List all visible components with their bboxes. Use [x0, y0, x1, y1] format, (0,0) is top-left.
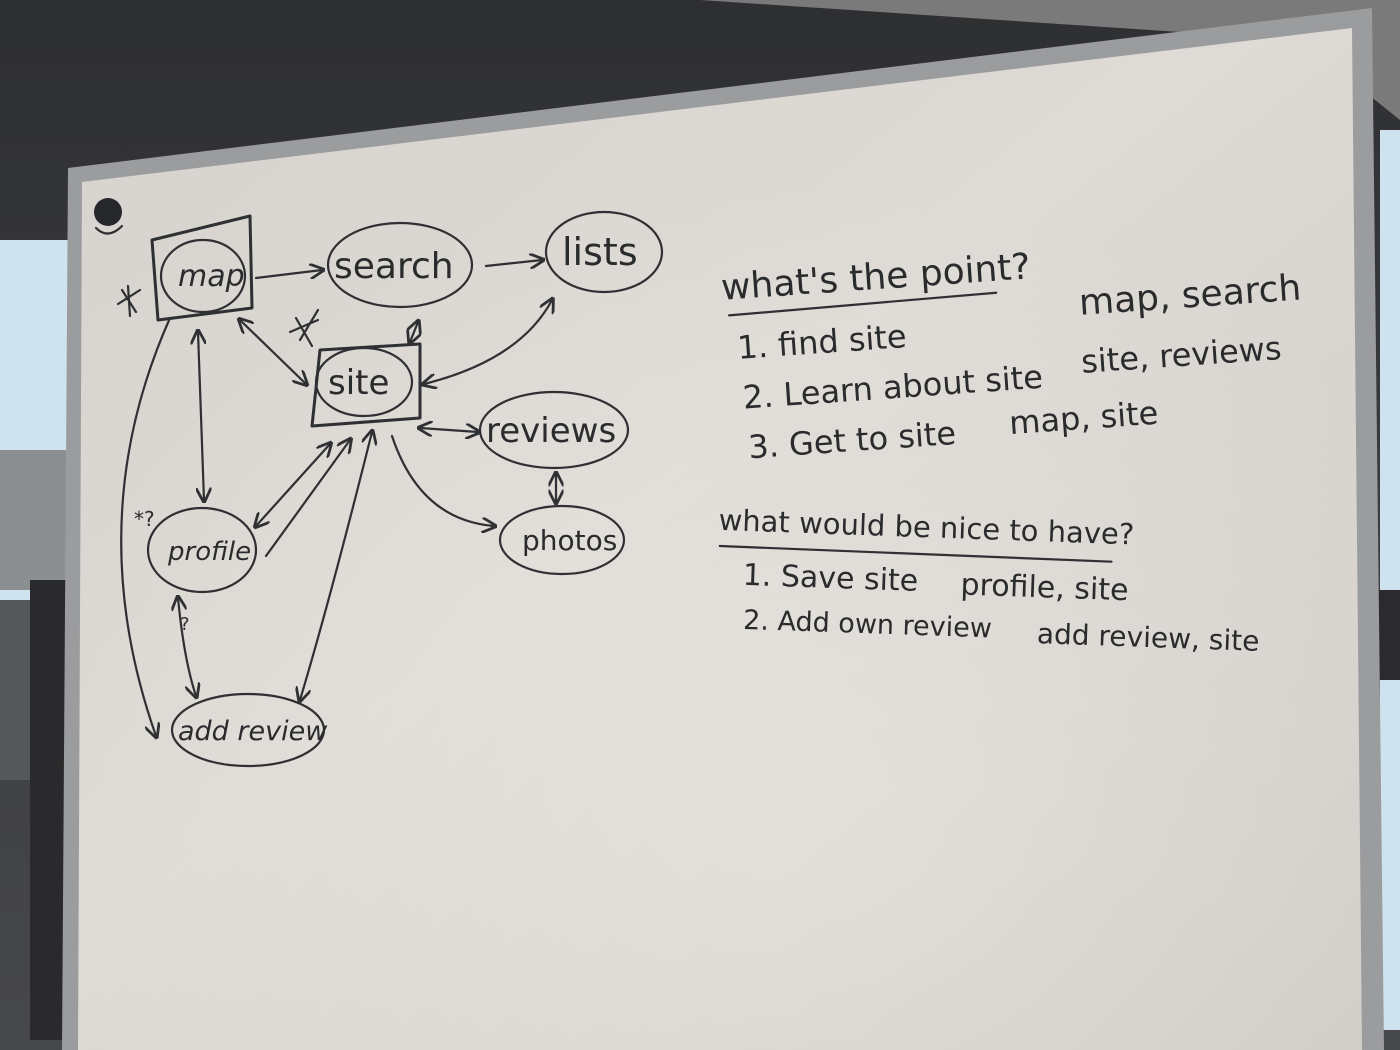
arrow-site-reviews: [420, 428, 478, 432]
node-site-label: site: [328, 363, 389, 403]
arrow-map-search: [254, 270, 322, 278]
node-photos-label: photos: [522, 524, 617, 557]
arrow-map-site: [240, 320, 306, 384]
node-map-label: map: [178, 259, 245, 294]
right-window: [1380, 130, 1400, 1030]
arrow-site-photos: [390, 434, 494, 526]
node-photos: photos: [498, 504, 626, 576]
node-site: site: [310, 342, 422, 428]
arrow-profile-addreview: [178, 598, 196, 696]
node-lists-label: lists: [562, 230, 638, 274]
q2-item-1-screens: profile, site: [960, 567, 1129, 608]
profile-star-mark: *?: [134, 507, 155, 531]
star-mark-map: [116, 284, 142, 318]
node-profile: profile: [146, 506, 258, 594]
node-reviews-label: reviews: [486, 411, 616, 451]
arrow-site-lists: [424, 300, 552, 384]
node-lists: lists: [544, 210, 664, 294]
node-search: search: [326, 221, 474, 309]
arrow-site-addreview: [300, 432, 372, 700]
node-reviews: reviews: [478, 390, 630, 470]
flow-diagram: map search lists site reviews photos: [116, 210, 664, 768]
arrow-map-profile: [198, 332, 204, 500]
node-map: map: [150, 214, 254, 322]
arrow-map-addreview: [120, 316, 172, 736]
node-add-review-label: add review: [178, 716, 328, 747]
q2-item-2-screens: add review, site: [1036, 617, 1260, 658]
node-add-review: add review: [170, 692, 328, 768]
magnet-icon: [94, 198, 124, 235]
node-search-label: search: [334, 246, 454, 287]
arrow-site-search: [410, 322, 418, 342]
q2-item-1: 1. Save site: [742, 558, 919, 599]
arrow-search-lists: [484, 260, 542, 266]
node-profile-label: profile: [167, 537, 251, 567]
